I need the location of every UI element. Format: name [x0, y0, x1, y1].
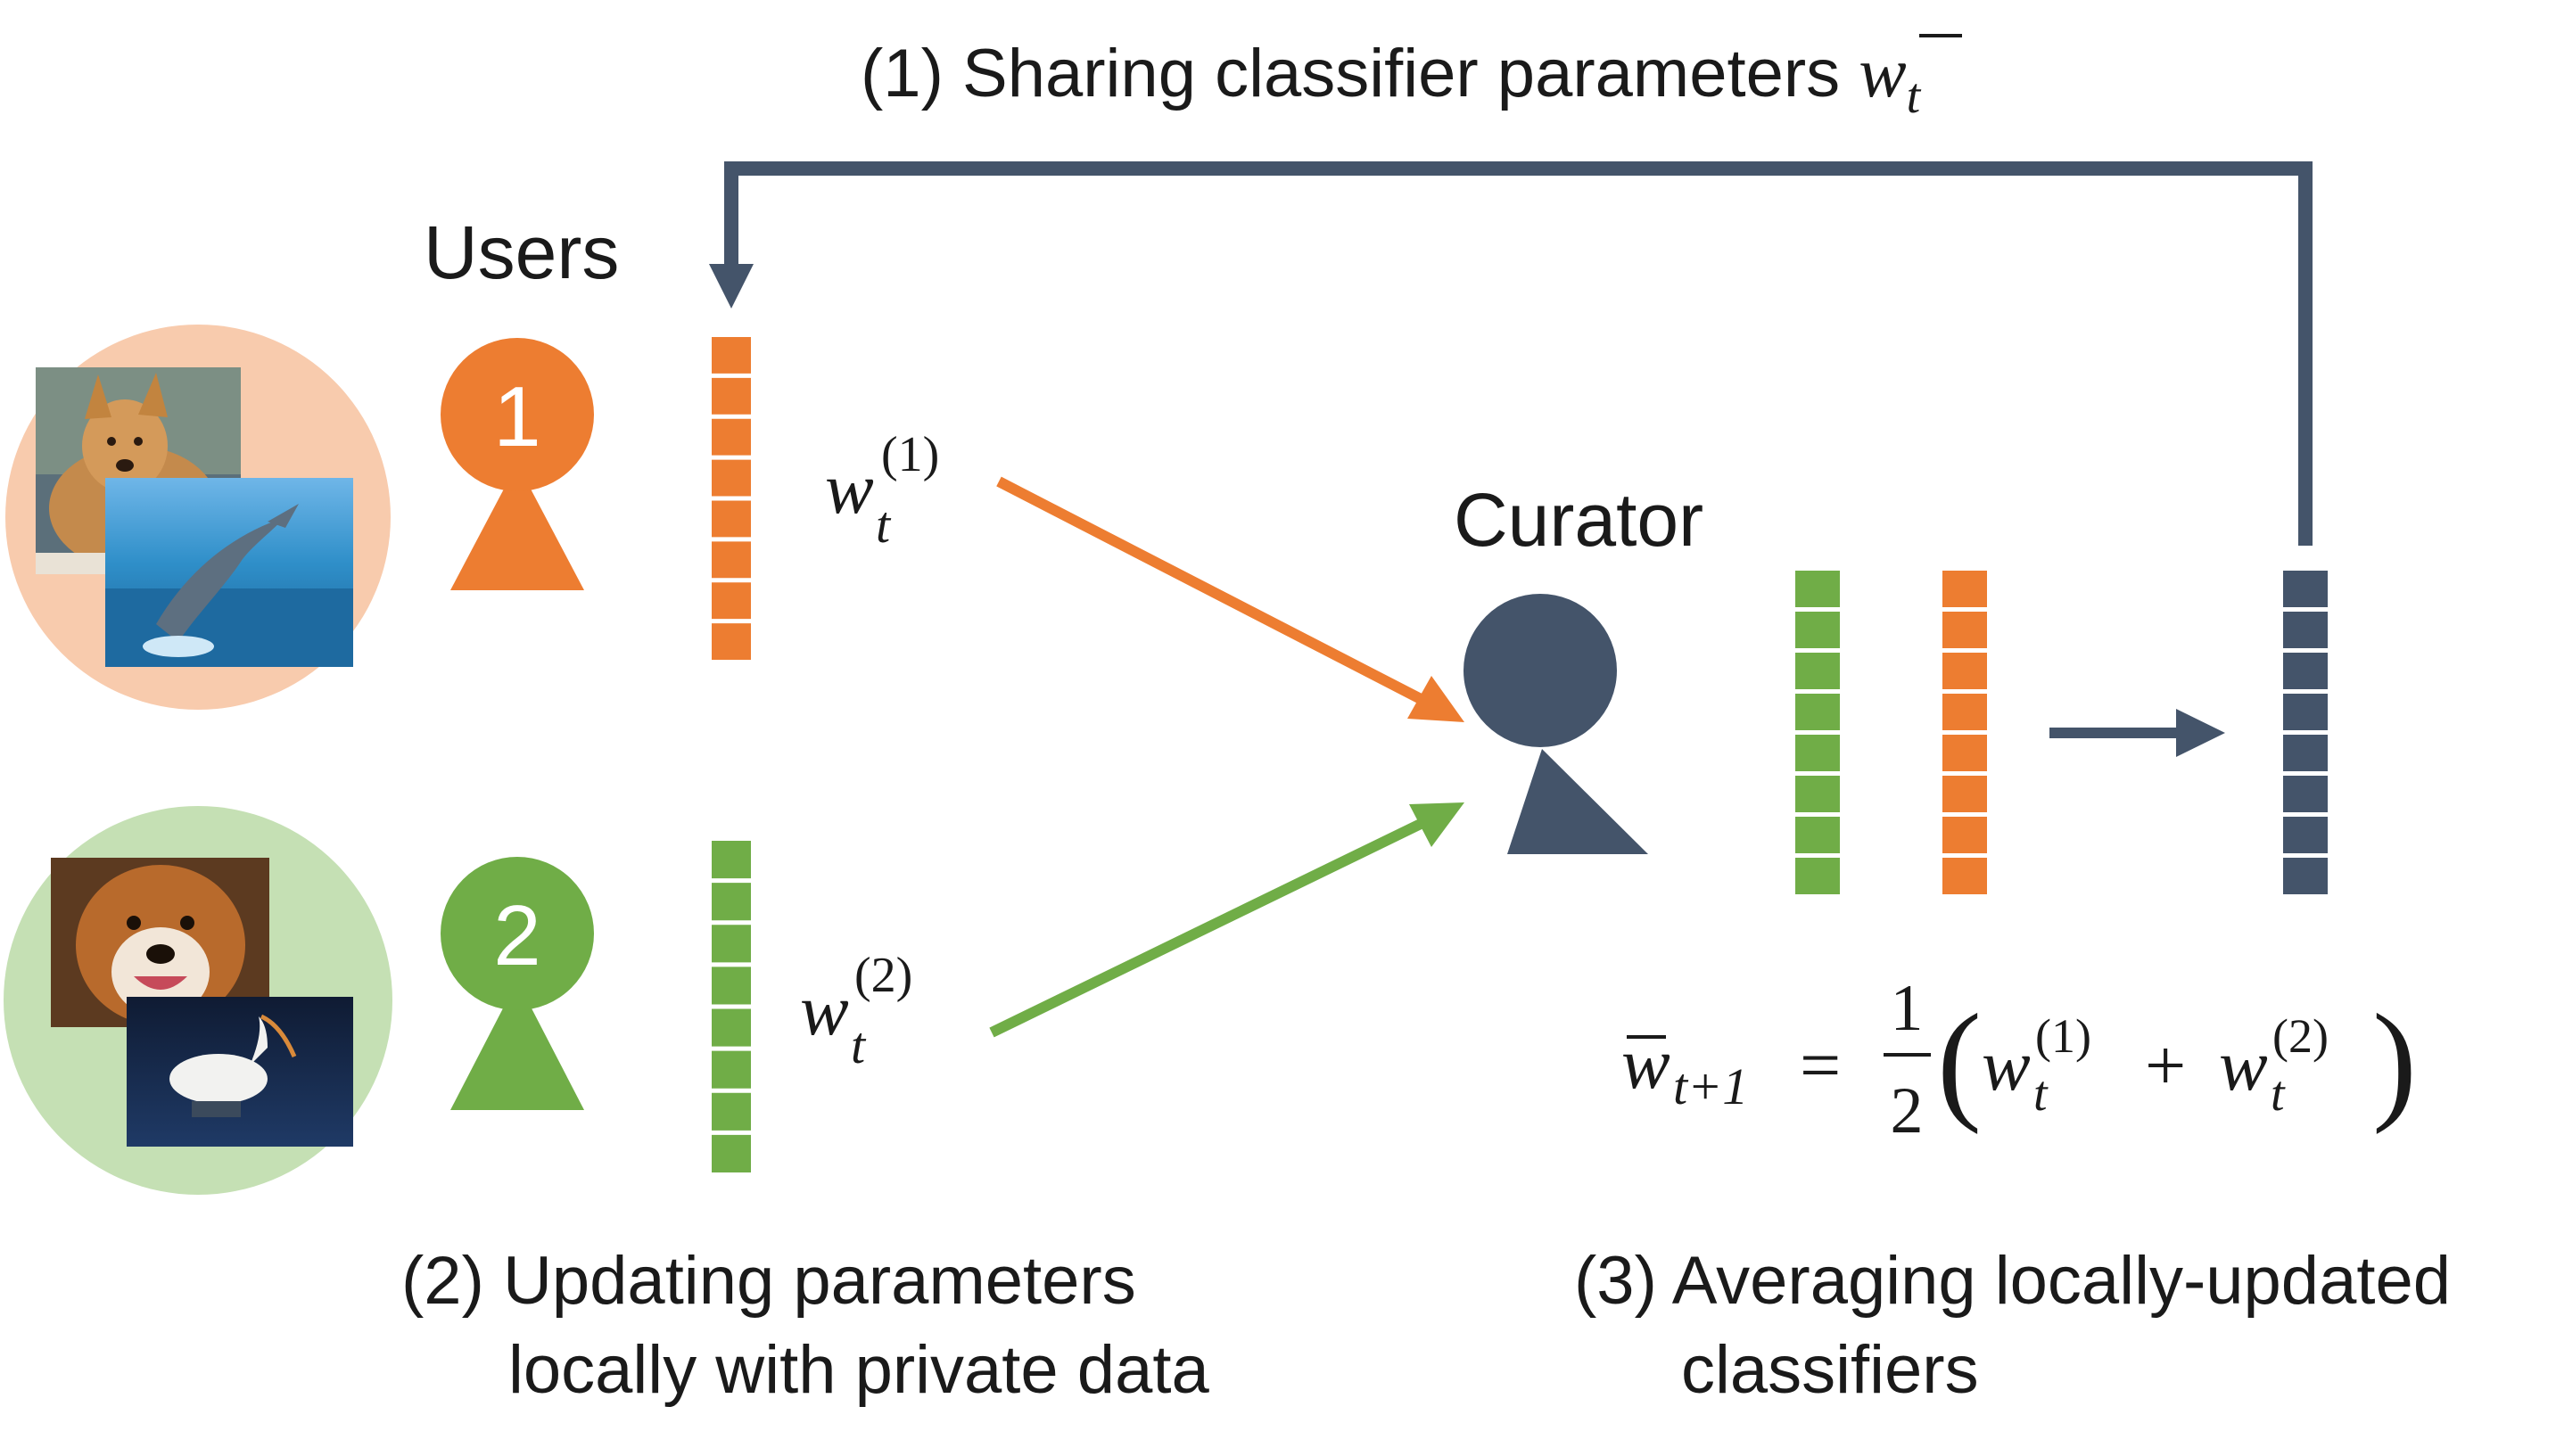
- vector-cell: [1942, 653, 1987, 689]
- user1-vector: [712, 337, 751, 660]
- vector-cell: [712, 337, 751, 374]
- formula-open-paren: (: [1937, 987, 1982, 1135]
- formula-term1-sup: (1): [2035, 1009, 2091, 1063]
- aggregate-arrow: [2049, 709, 2225, 757]
- curator-label: Curator: [1454, 478, 1703, 562]
- formula-close-paren: ): [2372, 987, 2417, 1135]
- user2-ibis-image: [127, 997, 353, 1147]
- user2-weight-label: w: [800, 969, 849, 1050]
- vector-cell: [712, 500, 751, 538]
- formula-lhs: w: [1621, 1023, 1670, 1104]
- step2-caption-line1: (2) Updating parameters: [401, 1243, 1136, 1319]
- vector-cell: [712, 1134, 751, 1172]
- curator-orange-vector: [1942, 571, 1987, 894]
- vector-cell: [2283, 858, 2328, 894]
- vector-cell: [2283, 776, 2328, 812]
- step2-caption-line2: locally with private data: [508, 1332, 1209, 1408]
- vector-cell: [1795, 694, 1840, 730]
- vector-cell: [1795, 735, 1840, 771]
- formula-term2-sup: (2): [2272, 1009, 2329, 1063]
- parameter-vectors: [712, 337, 2328, 1172]
- vector-cell: [2283, 653, 2328, 689]
- formula-equals: =: [1800, 1024, 1841, 1106]
- vector-cell: [2283, 571, 2328, 607]
- curator-figure: [1464, 594, 1648, 854]
- vector-cell: [1795, 858, 1840, 894]
- user1-weight-sub: t: [876, 496, 892, 554]
- formula-frac-den: 2: [1891, 1074, 1924, 1148]
- vector-cell: [1942, 612, 1987, 648]
- user2-data-circle: [4, 806, 392, 1195]
- vector-cell: [712, 1050, 751, 1089]
- user2-vector: [712, 841, 751, 1172]
- vector-cell: [712, 418, 751, 456]
- user1-upload-arrow: [996, 476, 1464, 722]
- averaged-vector: [2283, 571, 2328, 894]
- user1-data-circle: [5, 325, 391, 710]
- vector-cell: [1795, 817, 1840, 853]
- vector-cell: [1795, 612, 1840, 648]
- vector-cell: [1942, 817, 1987, 853]
- user2-weight-sub: t: [851, 1016, 867, 1074]
- vector-cell: [712, 841, 751, 879]
- vector-cell: [712, 925, 751, 963]
- averaging-formula: w t+1 = 1 2 ( w (1) t + w (2) t ): [1621, 972, 2417, 1148]
- step3-caption-line2: classifiers: [1681, 1332, 1979, 1408]
- formula-frac-num: 1: [1891, 972, 1924, 1045]
- vector-cell: [712, 541, 751, 579]
- formula-term2: w: [2219, 1024, 2268, 1106]
- vector-cell: [1942, 571, 1987, 607]
- formula-term1: w: [1982, 1024, 2031, 1106]
- curator-green-vector: [1795, 571, 1840, 894]
- vector-cell: [712, 967, 751, 1005]
- user2-number: 2: [493, 888, 540, 983]
- user1-number: 1: [493, 369, 540, 465]
- vector-cell: [712, 1092, 751, 1131]
- vector-cell: [1942, 858, 1987, 894]
- user1-weight-sup: (1): [881, 427, 939, 482]
- formula-term2-sub: t: [2271, 1066, 2286, 1122]
- users-label: Users: [424, 210, 619, 294]
- step1-caption: (1) Sharing classifier parameters wt: [861, 34, 1922, 124]
- vector-cell: [2283, 817, 2328, 853]
- vector-cell: [2283, 612, 2328, 648]
- vector-cell: [2283, 694, 2328, 730]
- formula-term1-sub: t: [2033, 1066, 2049, 1122]
- vector-cell: [1942, 694, 1987, 730]
- vector-cell: [712, 459, 751, 497]
- vector-cell: [1942, 776, 1987, 812]
- formula-lhs-sub: t+1: [1673, 1057, 1748, 1115]
- vector-cell: [712, 1008, 751, 1047]
- user2-figure: 2: [441, 857, 594, 1110]
- vector-cell: [1795, 571, 1840, 607]
- vector-cell: [1795, 776, 1840, 812]
- user2-weight-sup: (2): [854, 948, 912, 1003]
- vector-cell: [712, 377, 751, 415]
- vector-cell: [712, 623, 751, 660]
- vector-cell: [1942, 735, 1987, 771]
- vector-cell: [712, 883, 751, 921]
- step3-caption-line1: (3) Averaging locally-updated: [1574, 1243, 2451, 1319]
- sharing-feedback-arrow: [709, 161, 2313, 546]
- user1-dolphin-image: [105, 478, 353, 667]
- vector-cell: [712, 582, 751, 620]
- user1-weight-label: w: [825, 448, 874, 529]
- user1-figure: 1: [441, 338, 594, 590]
- formula-plus: +: [2145, 1024, 2186, 1106]
- vector-cell: [1795, 653, 1840, 689]
- vector-cell: [2283, 735, 2328, 771]
- user2-upload-arrow: [989, 802, 1464, 1038]
